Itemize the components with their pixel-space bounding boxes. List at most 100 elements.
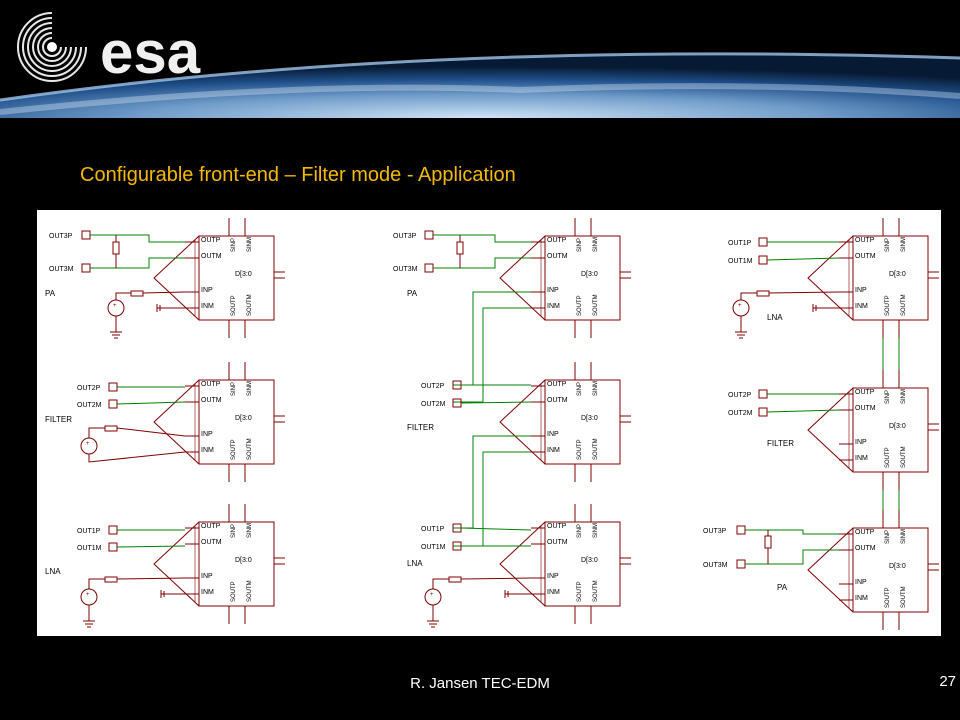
svg-text:FILTER: FILTER <box>767 439 794 448</box>
svg-text:OUTM: OUTM <box>201 539 222 546</box>
svg-text:OUT2M: OUT2M <box>77 402 102 409</box>
svg-text:INM: INM <box>547 303 560 310</box>
svg-text:OUTP: OUTP <box>201 523 221 530</box>
port-box <box>81 230 91 240</box>
svg-text:INP: INP <box>201 573 213 580</box>
svg-text:OUTM: OUTM <box>201 253 222 260</box>
svg-text:SOUTM: SOUTM <box>593 294 599 316</box>
chip-filter-col1: OUTP OUTM INP INM D[3:0 SINP SINM SOUTP … <box>153 361 286 483</box>
page-number: 27 <box>939 673 956 690</box>
svg-text:SINP: SINP <box>885 390 891 404</box>
svg-text:OUTM: OUTM <box>547 253 568 260</box>
svg-text:INM: INM <box>201 447 214 454</box>
port-box <box>81 263 91 273</box>
svg-text:OUT1M: OUT1M <box>421 544 446 551</box>
svg-text:SINM: SINM <box>247 381 253 396</box>
svg-text:SINP: SINP <box>231 524 237 538</box>
circuit-diagram: + OUTP OUTM INP INM D[3:0 SINP SINM SOUT… <box>37 210 941 636</box>
svg-text:D[3:0: D[3:0 <box>889 271 906 278</box>
svg-text:SINM: SINM <box>593 237 599 252</box>
svg-text:SINM: SINM <box>901 237 907 252</box>
svg-text:OUTM: OUTM <box>547 539 568 546</box>
chip-pa-col3: OUTP OUTM INP INM D[3:0 SINP SINM SOUTP … <box>807 509 940 631</box>
svg-text:SOUTP: SOUTP <box>577 581 583 602</box>
svg-text:LNA: LNA <box>45 567 61 576</box>
header-banner: esa <box>0 0 960 118</box>
svg-text:INP: INP <box>201 287 213 294</box>
svg-text:D[3:0: D[3:0 <box>235 271 252 278</box>
svg-text:INM: INM <box>547 589 560 596</box>
chip-lna-col3: OUTP OUTM INP INM D[3:0 SINP SINM SOUTP … <box>807 217 940 339</box>
svg-text:OUT2M: OUT2M <box>421 401 446 408</box>
column-1: OUTP OUTM INP INM D[3:0 SINP SINM SOUTP … <box>45 217 286 628</box>
svg-text:INP: INP <box>201 431 213 438</box>
svg-text:SINM: SINM <box>247 523 253 538</box>
svg-text:OUT2P: OUT2P <box>421 383 445 390</box>
svg-text:SINP: SINP <box>577 382 583 396</box>
svg-text:D[3:0: D[3:0 <box>889 563 906 570</box>
chip-pa-col1: OUTP OUTM INP INM D[3:0 SINP SINM SOUTP … <box>153 217 286 339</box>
column-2: OUTP OUTM INP INM D[3:0 SINP SINM SOUTP … <box>393 217 632 628</box>
esa-logo-text: esa <box>100 19 201 86</box>
svg-text:INM: INM <box>855 455 868 462</box>
svg-text:SINM: SINM <box>247 237 253 252</box>
svg-text:SOUTM: SOUTM <box>901 294 907 316</box>
svg-text:SOUTM: SOUTM <box>901 586 907 608</box>
chip-filter-col3: OUTP OUTM INP INM D[3:0 SINP SINM SOUTP … <box>807 369 940 491</box>
svg-text:OUT2M: OUT2M <box>728 410 753 417</box>
column-3: OUTP OUTM INP INM D[3:0 SINP SINM SOUTP … <box>703 217 940 631</box>
svg-text:SOUTM: SOUTM <box>593 580 599 602</box>
svg-text:INP: INP <box>855 579 867 586</box>
footer-author: R. Jansen TEC-EDM <box>410 675 550 692</box>
svg-text:INM: INM <box>855 595 868 602</box>
svg-text:+: + <box>86 441 90 447</box>
svg-text:D[3:0: D[3:0 <box>889 423 906 430</box>
chip-lna-col2: OUTP OUTM INP INM D[3:0 SINP SINM SOUTP … <box>499 503 632 625</box>
svg-text:OUT3M: OUT3M <box>703 562 728 569</box>
svg-text:D[3:0: D[3:0 <box>235 557 252 564</box>
svg-text:OUTM: OUTM <box>855 405 876 412</box>
svg-text:OUTM: OUTM <box>547 397 568 404</box>
svg-text:SOUTP: SOUTP <box>577 295 583 316</box>
svg-text:OUTM: OUTM <box>201 397 222 404</box>
svg-text:OUTP: OUTP <box>855 237 875 244</box>
svg-text:SOUTM: SOUTM <box>901 446 907 468</box>
svg-text:D[3:0: D[3:0 <box>581 415 598 422</box>
svg-text:SOUTM: SOUTM <box>247 294 253 316</box>
svg-text:SINP: SINP <box>885 530 891 544</box>
svg-text:SOUTP: SOUTP <box>231 439 237 460</box>
svg-text:OUT3P: OUT3P <box>49 233 73 240</box>
svg-text:SINM: SINM <box>593 381 599 396</box>
svg-text:INM: INM <box>855 303 868 310</box>
svg-text:OUTP: OUTP <box>855 389 875 396</box>
svg-text:LNA: LNA <box>767 313 783 322</box>
svg-text:PA: PA <box>777 583 788 592</box>
svg-text:OUTP: OUTP <box>547 523 567 530</box>
svg-text:SOUTM: SOUTM <box>247 580 253 602</box>
svg-text:OUT1M: OUT1M <box>728 258 753 265</box>
svg-text:D[3:0: D[3:0 <box>235 415 252 422</box>
svg-text:OUTM: OUTM <box>855 545 876 552</box>
svg-text:INP: INP <box>547 287 559 294</box>
svg-text:SOUTP: SOUTP <box>885 447 891 468</box>
svg-text:OUTP: OUTP <box>201 237 221 244</box>
svg-text:OUT1P: OUT1P <box>728 240 752 247</box>
svg-text:SINM: SINM <box>901 389 907 404</box>
svg-text:OUT3P: OUT3P <box>703 528 727 535</box>
esa-logo-icon <box>17 8 91 82</box>
svg-text:SINP: SINP <box>577 524 583 538</box>
svg-text:FILTER: FILTER <box>45 415 72 424</box>
svg-text:OUT1P: OUT1P <box>77 528 101 535</box>
svg-text:SINP: SINP <box>231 238 237 252</box>
svg-text:SOUTP: SOUTP <box>231 581 237 602</box>
svg-text:OUT3P: OUT3P <box>393 233 417 240</box>
svg-text:OUTM: OUTM <box>855 253 876 260</box>
svg-text:OUT1P: OUT1P <box>421 526 445 533</box>
svg-text:SOUTP: SOUTP <box>577 439 583 460</box>
svg-text:SINP: SINP <box>231 382 237 396</box>
svg-text:FILTER: FILTER <box>407 423 434 432</box>
svg-text:OUT2P: OUT2P <box>728 392 752 399</box>
chip-lna-col1: OUTP OUTM INP INM D[3:0 SINP SINM SOUTP … <box>153 503 286 625</box>
svg-text:OUTP: OUTP <box>855 529 875 536</box>
chip-pa-col2: OUTP OUTM INP INM D[3:0 SINP SINM SOUTP … <box>499 217 632 339</box>
